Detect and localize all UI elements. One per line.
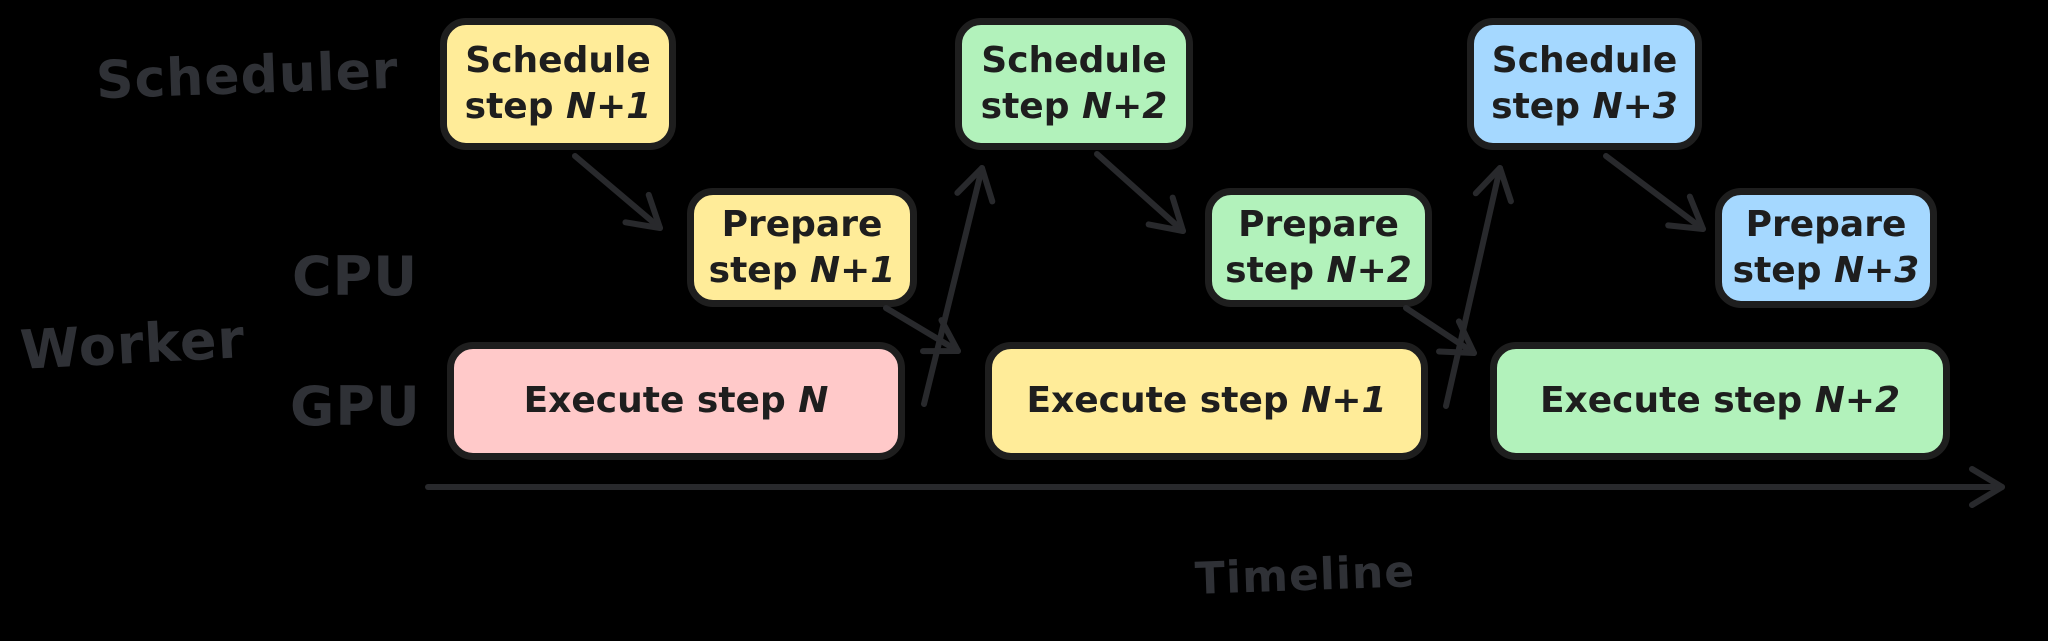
gpu-lane-label: GPU (290, 375, 421, 438)
prepare-step-n2-box: Prepare step N+2 (1205, 188, 1432, 307)
schedule-step-n1-box: Schedule step N+1 (440, 18, 676, 150)
prepare-step-n3-box: Prepare step N+3 (1715, 188, 1937, 308)
arrow-schedule-n1-to-prepare-n1 (572, 153, 663, 231)
execute-step-n-box: Execute step N (447, 342, 905, 460)
arrow-prepare-n1-to-execute-n1 (883, 305, 961, 355)
cpu-lane-label: CPU (292, 245, 419, 308)
scheduler-lane-label: Scheduler (95, 40, 400, 112)
prepare-step-n1-box: Prepare step N+1 (687, 188, 917, 307)
schedule-step-n3-line2: step N+3 (1491, 86, 1678, 127)
schedule-step-n2-box: Schedule step N+2 (955, 18, 1193, 150)
arrow-execute-n-to-schedule-n2 (921, 165, 996, 407)
execute-step-n1-box: Execute step N+1 (985, 342, 1428, 460)
prepare-step-n3-line1: Prepare (1745, 204, 1907, 245)
prepare-step-n1-line1: Prepare (721, 203, 883, 245)
prepare-step-n2-line1: Prepare (1238, 203, 1399, 245)
schedule-step-n2-line1: Schedule (981, 40, 1167, 81)
prepare-step-n1-line2: step N+1 (708, 249, 896, 291)
execute-step-n-label: Execute step N (523, 380, 829, 421)
execute-step-n2-label: Execute step N+2 (1539, 380, 1901, 421)
worker-lane-label: Worker (18, 307, 247, 382)
timeline-axis-label: Timeline (1194, 546, 1416, 605)
execute-step-n1-label: Execute step N+1 (1026, 380, 1387, 421)
schedule-step-n2-line2: step N+2 (980, 86, 1168, 127)
arrow-schedule-n3-to-prepare-n3 (1603, 153, 1706, 232)
prepare-step-n3-line2: step N+3 (1732, 250, 1920, 291)
schedule-step-n1-line2: step N+1 (464, 86, 652, 127)
schedule-step-n1-line1: Schedule (465, 40, 651, 81)
prepare-step-n2-line2: step N+2 (1225, 249, 1412, 291)
execute-step-n2-box: Execute step N+2 (1490, 342, 1950, 460)
schedule-step-n3-box: Schedule step N+3 (1467, 18, 1702, 150)
schedule-step-n3-line1: Schedule (1491, 40, 1678, 81)
arrow-schedule-n2-to-prepare-n2 (1094, 151, 1186, 234)
